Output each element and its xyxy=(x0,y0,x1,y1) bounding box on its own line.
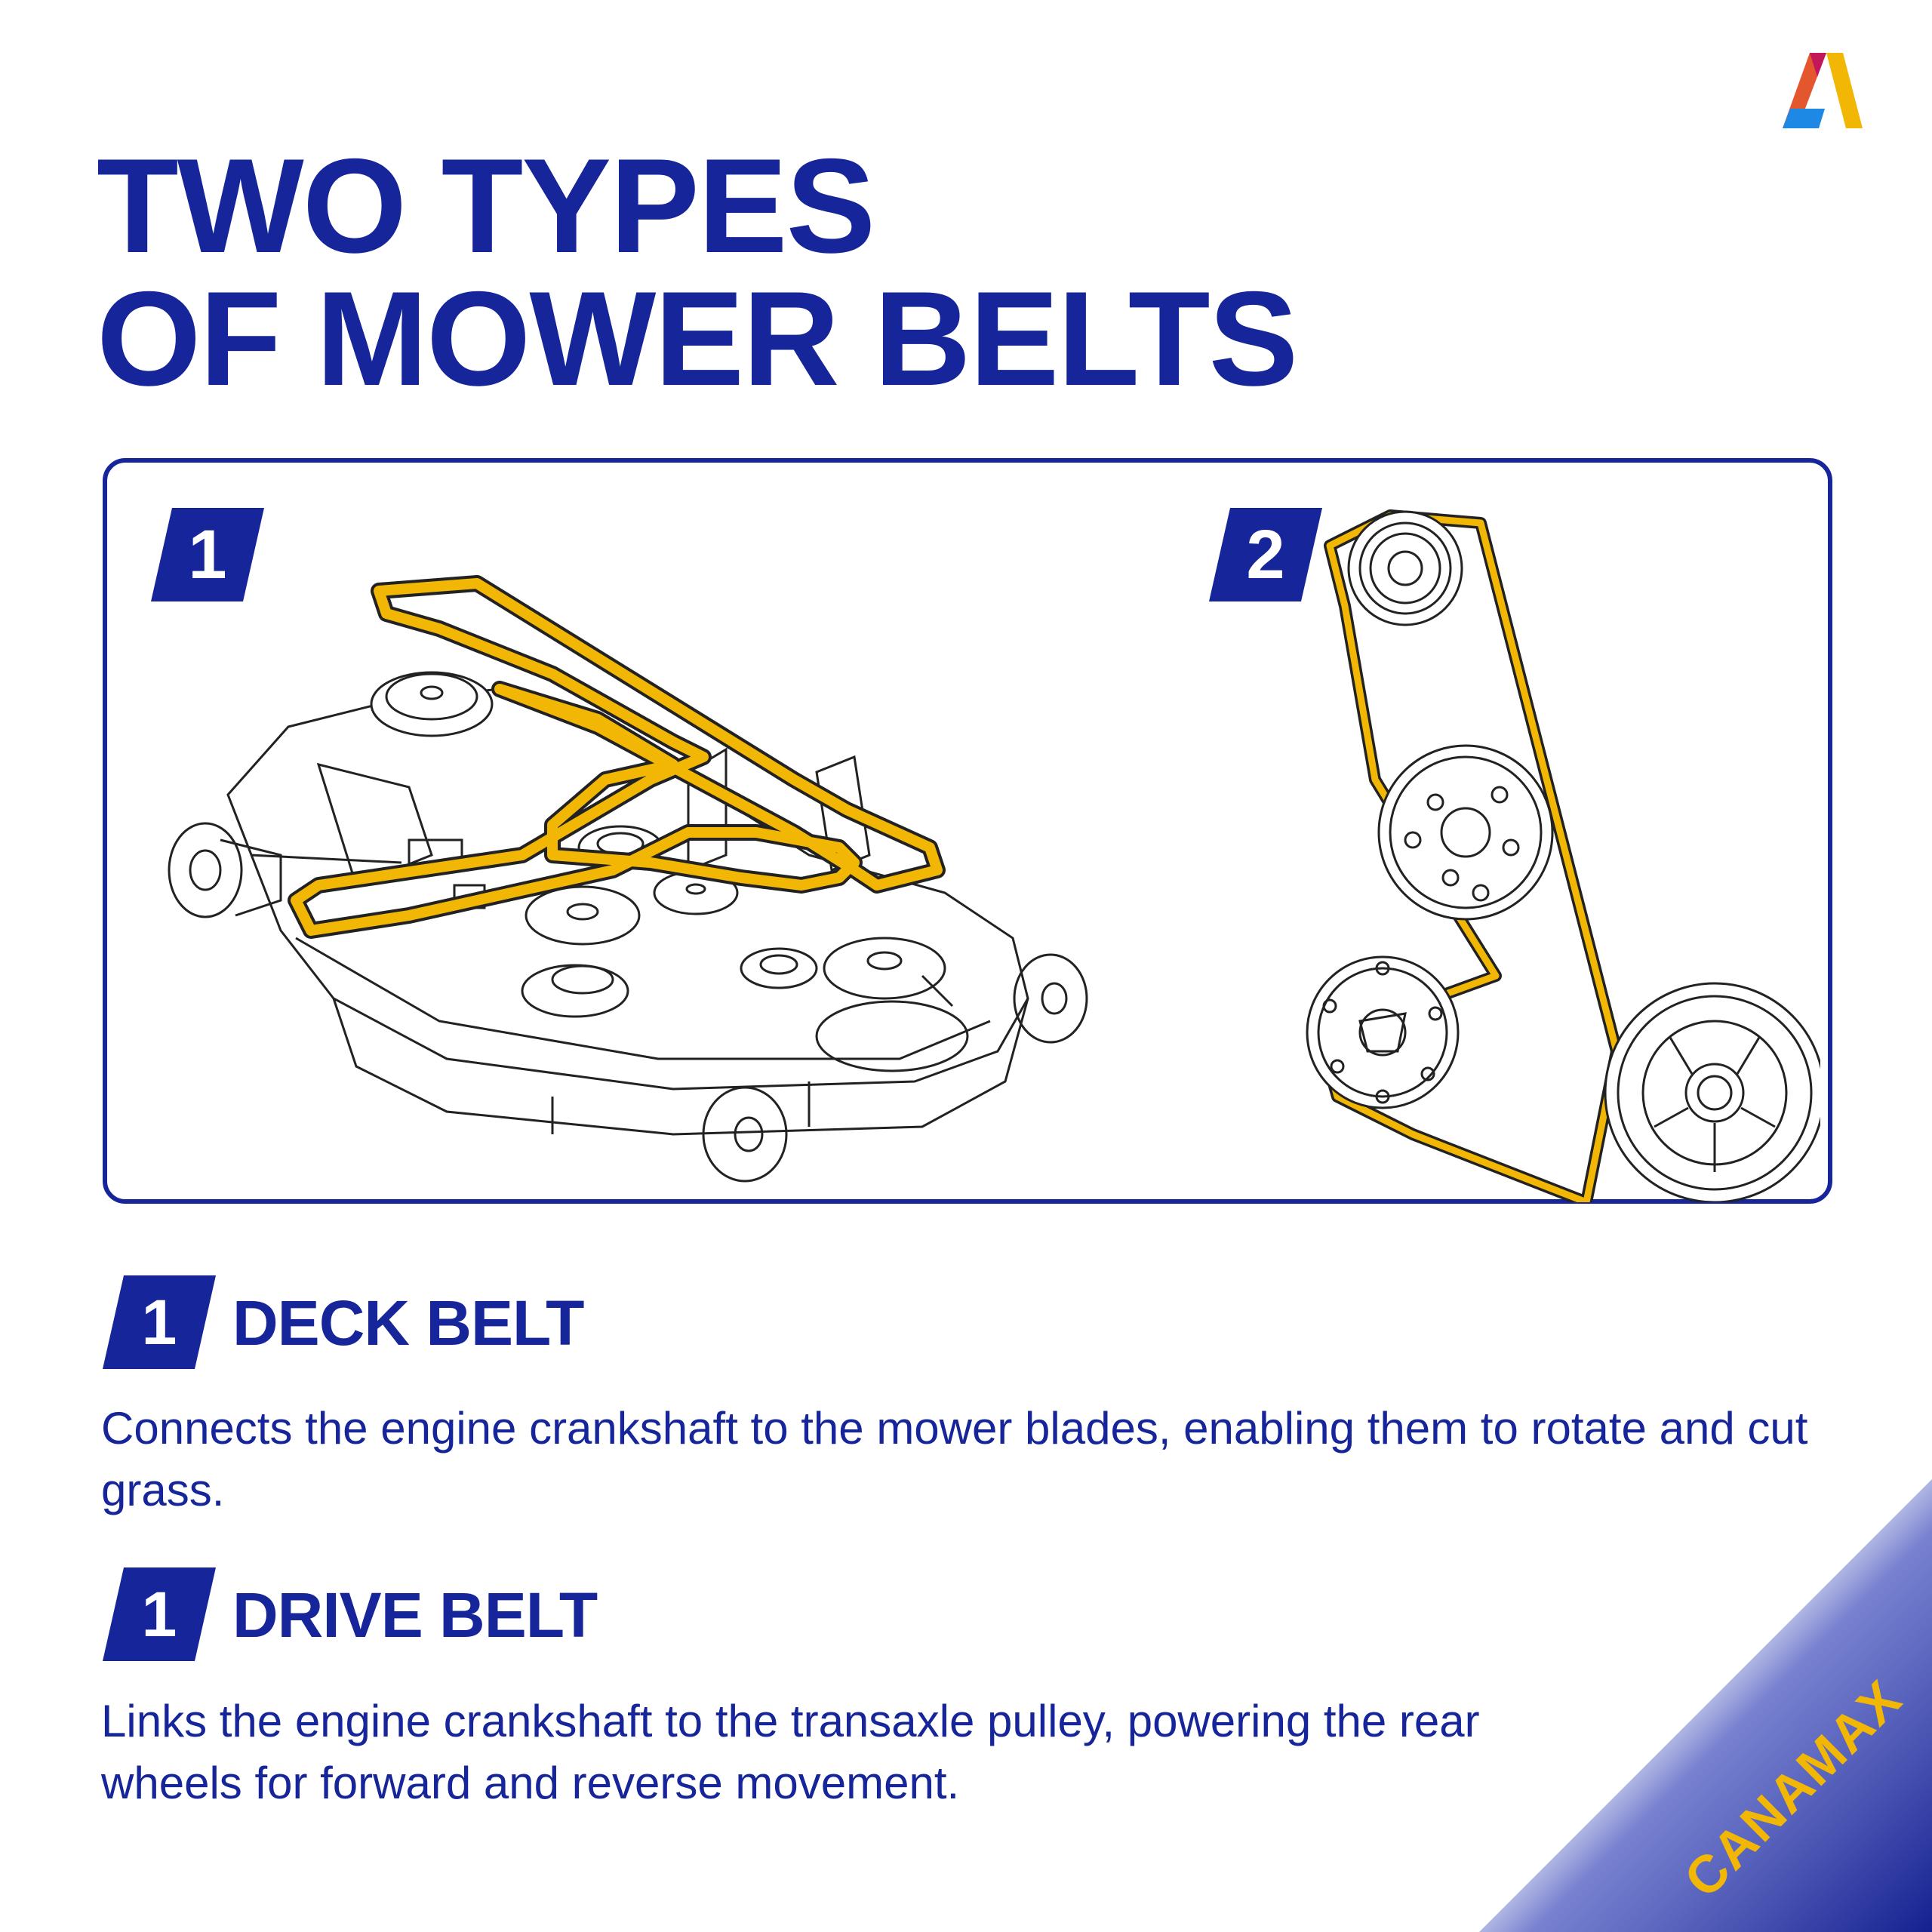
brand-logo-icon xyxy=(1783,53,1863,128)
title-line-1: TWO TYPES xyxy=(97,131,875,281)
drive-belt-description: Links the engine crankshaft to the trans… xyxy=(101,1696,1480,1808)
drive-belt-badge: 1 xyxy=(103,1567,216,1661)
deck-diagram-badge: 1 xyxy=(151,508,264,601)
deck-diagram-badge-number: 1 xyxy=(188,515,227,593)
drive-belt-illustration xyxy=(1306,509,1820,1202)
page-title: TWO TYPES OF MOWER BELTS xyxy=(97,131,1298,414)
deck-belt-badge: 1 xyxy=(103,1275,216,1369)
drive-belt-title: DRIVE BELT xyxy=(232,1580,598,1651)
diagram-panel: 1 2 xyxy=(103,458,1832,1204)
deck-belt-number: 1 xyxy=(141,1286,177,1358)
drive-belt-number: 1 xyxy=(141,1578,177,1650)
deck-belt-illustration xyxy=(168,575,1088,1183)
deck-belt-title: DECK BELT xyxy=(232,1287,584,1358)
title-line-2: OF MOWER BELTS xyxy=(97,263,1298,414)
drive-diagram-badge: 2 xyxy=(1209,508,1322,601)
deck-belt-description: Connects the engine crankshaft to the mo… xyxy=(101,1403,1808,1515)
drive-diagram-badge-number: 2 xyxy=(1246,515,1285,593)
